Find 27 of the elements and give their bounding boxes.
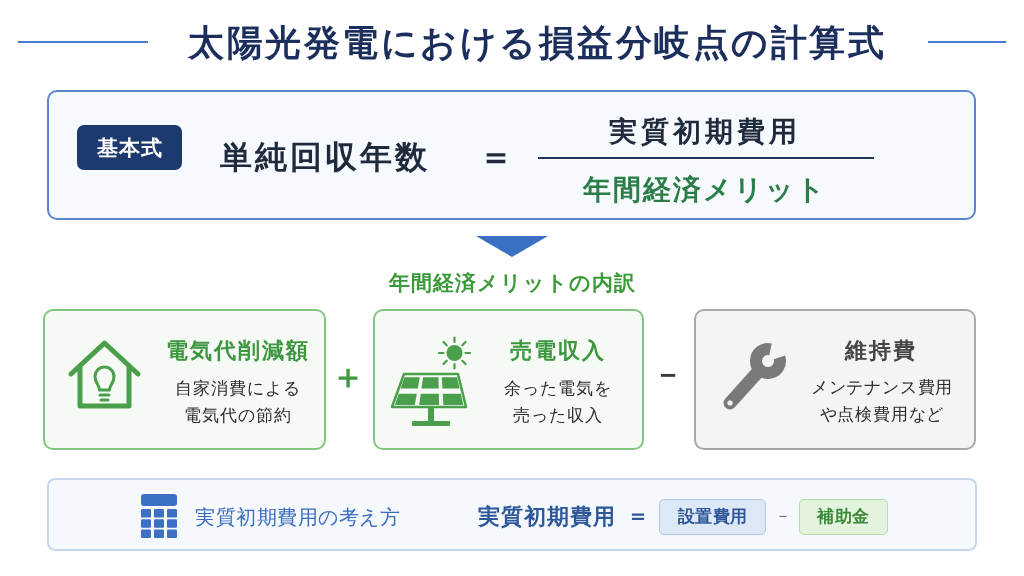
card bbox=[43, 309, 326, 450]
card bbox=[694, 309, 976, 450]
minus-sign: － bbox=[653, 356, 683, 392]
minus-sign: － bbox=[775, 506, 791, 526]
info-bar bbox=[47, 478, 977, 551]
term-box: 補助金 bbox=[799, 499, 888, 535]
arrow bbox=[476, 236, 548, 257]
term-box: 設置費用 bbox=[659, 499, 766, 535]
card-text: 自家消費による電気代の節約 bbox=[174, 378, 302, 427]
formula-panel bbox=[47, 90, 976, 220]
card-title: 電気代削減額 bbox=[166, 337, 310, 365]
numerator-text: 実質初期費用 bbox=[609, 114, 801, 149]
card-title: 維持費 bbox=[845, 337, 917, 365]
title: 太陽光発電における損益分岐点の計算式 bbox=[188, 20, 886, 65]
equals-sign: ＝ bbox=[479, 135, 513, 177]
section-heading: 年間経済メリットの内訳 bbox=[388, 270, 636, 296]
badge: 基本式 bbox=[77, 125, 182, 170]
card bbox=[373, 309, 644, 450]
equals-sign: ＝ bbox=[627, 502, 649, 530]
card-title: 売電収入 bbox=[510, 337, 606, 365]
bar-heading: 実質初期費用の考え方 bbox=[195, 504, 400, 530]
card-text: 余った電気を売った収入 bbox=[503, 378, 613, 427]
plus-sign: ＋ bbox=[331, 355, 365, 397]
formula-text: 実質初期費用 bbox=[478, 503, 616, 531]
denominator-text: 年間経済メリット bbox=[583, 172, 827, 207]
result-text: 単純回収年数 bbox=[220, 138, 430, 177]
card-text: メンテナンス費用や点検費用など bbox=[809, 377, 955, 426]
